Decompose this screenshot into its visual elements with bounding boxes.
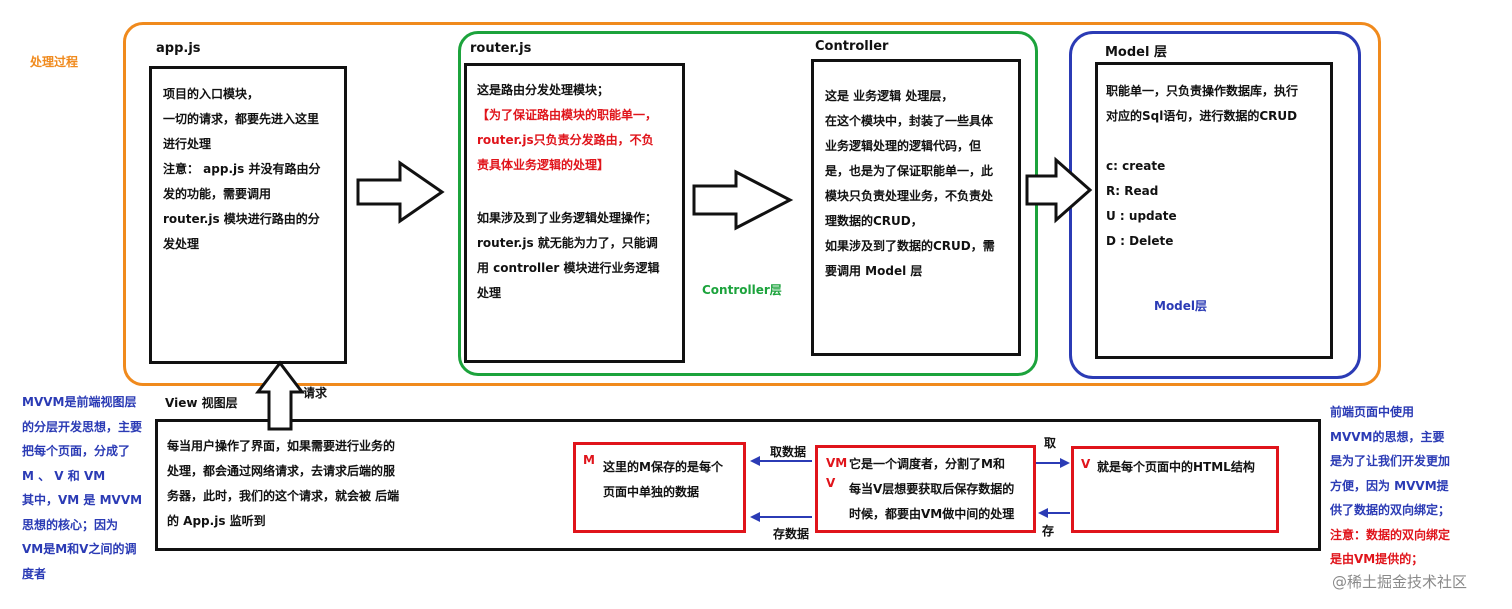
v-letter: V [1081,457,1091,471]
router-line: 处理 [477,286,502,300]
process-frame [123,22,1381,386]
process-label: 处理过程 [30,55,79,69]
vm-line: 时候，都要由VM做中间的处理 [849,507,1015,521]
app-line: 发处理 [163,237,200,251]
controller-line: 如果涉及到了数据的CRUD，需 [825,239,995,253]
controller-line: 理数据的CRUD， [825,214,923,228]
app-text: 项目的入口模块， 一切的请求，都要先进入这里 进行处理 注意： app.js 并… [163,82,320,257]
model-crud-item: U : update [1106,209,1177,223]
left-note-line: 把每个页面，分成了 [22,444,131,458]
controller-box [811,59,1021,356]
app-line: 注意： app.js 并没有路由分 [163,162,321,176]
view-title: View 视图层 [165,396,238,410]
m-box [573,442,746,533]
left-note-line: 思想的核心；因为 [22,517,119,532]
router-red-line: 【为了保证路由模块的职能单一， [477,108,658,122]
v-text: 就是每个页面中的HTML结构 [1097,460,1255,474]
router-box [464,63,685,363]
arrow-head [750,512,760,522]
arrow-head [750,456,760,466]
router-red-line: 责具体业务逻辑的处理】 [477,158,610,172]
right-note-red-line: 是由VM提供的； [1330,552,1424,566]
vm-line: 每当V层想要获取后保存数据的 [849,482,1015,496]
arrow-view-to-app [254,360,306,431]
arrow-head [1038,508,1048,518]
left-note-line: 度者 [22,566,47,581]
right-note-line: 是为了让我们开发更加 [1330,454,1451,468]
controller-text: 这是 业务逻辑 处理层， 在这个模块中，封装了一些具体 业务逻辑处理的逻辑代码，… [825,84,995,284]
controller-line: 要调用 Model 层 [825,264,923,278]
m-letter: M [583,453,595,467]
watermark: @稀土掘金技术社区 [1332,573,1468,591]
view-text: 每当用户操作了界面，如果需要进行业务的 处理，都会通过网络请求，去请求后端的服 … [167,434,399,534]
vm-letter: VM [826,456,848,470]
controller-line: 业务逻辑处理的逻辑代码，但 [825,139,982,153]
arrow-router-to-controller [692,169,794,231]
model-line: 对应的Sql语句，进行数据的CRUD [1106,109,1298,123]
vm-box [815,445,1036,533]
controller-line: 在这个模块中，封装了一些具体 [825,114,994,128]
router-line: router.js 就无能为力了，只能调 [477,236,658,250]
arrow-app-to-router [356,160,445,224]
model-box [1095,62,1333,359]
router-line: 用 controller 模块进行业务逻辑 [477,261,660,275]
app-title: app.js [156,41,201,56]
arrow-controller-to-model [1025,156,1093,224]
app-line: router.js 模块进行路由的分 [163,212,320,226]
left-note-line: 其中，VM 是 MVVM [22,493,143,507]
right-note-line: 方便，因为 MVVM提 [1330,478,1449,493]
model-text: 职能单一，只负责操作数据库，执行 对应的Sql语句，进行数据的CRUD c: c… [1106,79,1298,254]
view-line: 每当用户操作了界面，如果需要进行业务的 [167,439,396,453]
model-crud-item: R: Read [1106,184,1159,198]
right-note-line: 供了数据的双向绑定； [1330,503,1451,517]
router-title: router.js [470,41,532,56]
save-label: 存 [1042,524,1055,538]
m-line: 页面中单独的数据 [603,485,700,499]
right-note-line: 前端页面中使用 [1330,405,1415,419]
left-note-line: M 、 V 和 VM [22,468,106,483]
controller-line: 这是 业务逻辑 处理层， [825,89,954,103]
left-note-line: VM是M和V之间的调 [22,542,137,556]
model-line: 职能单一，只负责操作数据库，执行 [1106,84,1299,98]
router-red-line: router.js只负责分发路由，不负 [477,133,654,147]
right-note-red-line: 注意：数据的双向绑定 [1330,527,1451,542]
app-line: 进行处理 [163,137,212,151]
model-crud-item: D : Delete [1106,234,1174,248]
model-layer-label: Model层 [1154,299,1208,313]
m-line: 这里的M保存的是每个 [603,460,723,474]
save-data-label: 存数据 [773,527,810,541]
model-crud-item: c: create [1106,159,1166,173]
model-title: Model 层 [1105,45,1167,60]
view-line: 务器，此时，我们的这个请求，就会被 后端 [167,489,400,503]
right-note: 前端页面中使用 MVVM的思想，主要 是为了让我们开发更加 方便，因为 MVVM… [1330,400,1512,572]
vm-text: 它是一个调度者，分割了M和 每当V层想要获取后保存数据的 时候，都要由VM做中间… [849,452,1014,527]
view-line: 的 App.js 监听到 [167,514,266,528]
controller-title: Controller [815,39,889,54]
m-text: 这里的M保存的是每个 页面中单独的数据 [603,455,723,505]
get-label: 取 [1044,436,1057,450]
left-note-line: 的分层开发思想，主要 [22,419,143,434]
controller-layer-label: Controller层 [702,283,782,297]
right-note-line: MVVM的思想，主要 [1330,429,1445,444]
controller-line: 是，也是为了保证职能单一，此 [825,164,994,178]
router-line: 这是路由分发处理模块； [477,83,610,97]
left-note-line: MVVM是前端视图层 [22,395,137,409]
router-line: 如果涉及到了业务逻辑处理操作； [477,211,658,225]
arrow-head [1060,458,1070,468]
app-line: 项目的入口模块， [163,87,260,101]
vm-line: 它是一个调度者，分割了M和 [849,457,1005,471]
router-text: 这是路由分发处理模块； 【为了保证路由模块的职能单一， router.js只负责… [477,78,659,306]
controller-line: 模块只负责处理业务，不负责处 [825,189,994,203]
app-box [149,66,347,364]
v-box [1071,446,1279,533]
get-data-label: 取数据 [770,445,807,459]
app-line: 发的功能，需要调用 [163,187,272,201]
app-line: 一切的请求，都要先进入这里 [163,112,320,126]
request-label: 请求 [303,386,328,400]
view-line: 处理，都会通过网络请求，去请求后端的服 [167,464,396,478]
left-note: MVVM是前端视图层 的分层开发思想，主要 把每个页面，分成了 M 、 V 和 … [22,390,154,586]
vm-letter-v: V [826,476,836,490]
